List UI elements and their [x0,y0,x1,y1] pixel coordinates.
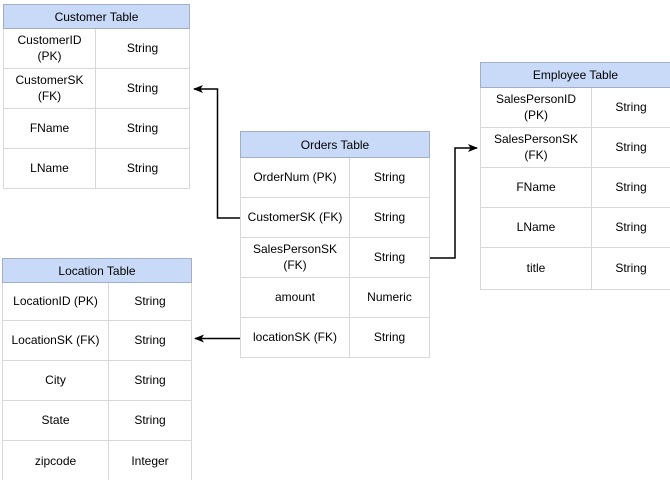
type-cell: String [109,321,191,361]
table-title: Orders Table [300,137,370,152]
table-row: LocationID (PK) String [3,283,191,321]
table-row: amount Numeric [241,278,429,318]
field-cell: CustomerSK (FK) [4,69,96,109]
table-row: CustomerSK (FK) String [4,69,189,109]
field-cell: State [3,401,109,441]
table-title: Customer Table [54,9,139,24]
table-body-orders: OrderNum (PK) String CustomerSK (FK) Str… [240,158,430,358]
field-cell: SalesPersonSK (FK) [241,238,350,278]
table-header-customer: Customer Table [3,4,190,29]
table-row: CustomerSK (FK) String [241,198,429,238]
type-cell: String [592,248,670,290]
type-cell: String [592,168,670,208]
type-cell: String [350,238,429,278]
table-row: FName String [4,109,189,149]
type-cell: String [592,88,670,128]
field-cell: FName [481,168,592,208]
table-row: State String [3,401,191,441]
type-cell: String [592,208,670,248]
table-row: zipcode Integer [3,441,191,480]
table-row: LName String [4,149,189,189]
type-cell: String [109,283,191,321]
type-cell: Integer [109,441,191,480]
field-cell: LocationID (PK) [3,283,109,321]
table-header-location: Location Table [2,258,192,283]
entity-table-customer: Customer Table CustomerID (PK) String Cu… [3,4,190,189]
field-cell: CustomerSK (FK) [241,198,350,238]
field-cell: title [481,248,592,290]
field-cell: LocationSK (FK) [3,321,109,361]
type-cell: String [350,158,429,198]
table-row: OrderNum (PK) String [241,158,429,198]
connector-orders-to-employee [430,144,478,259]
field-cell: amount [241,278,350,318]
field-cell: LName [481,208,592,248]
entity-table-employee: Employee Table SalesPersonID (PK) String… [480,62,670,290]
type-cell: String [96,69,189,109]
field-cell: OrderNum (PK) [241,158,350,198]
field-cell: LName [4,149,96,189]
field-cell: locationSK (FK) [241,318,350,358]
type-cell: String [592,128,670,168]
field-cell: City [3,361,109,401]
field-cell: SalesPersonID (PK) [481,88,592,128]
table-row: SalesPersonSK (FK) String [241,238,429,278]
table-row: locationSK (FK) String [241,318,429,358]
type-cell: String [96,149,189,189]
field-cell: zipcode [3,441,109,480]
table-row: CustomerID (PK) String [4,29,189,69]
table-row: LocationSK (FK) String [3,321,191,361]
table-row: title String [481,248,670,290]
field-cell: SalesPersonSK (FK) [481,128,592,168]
type-cell: String [109,401,191,441]
type-cell: String [96,109,189,149]
table-row: SalesPersonSK (FK) String [481,128,670,168]
table-body-employee: SalesPersonID (PK) String SalesPersonSK … [480,88,670,290]
table-header-employee: Employee Table [480,62,670,88]
table-row: LName String [481,208,670,248]
type-cell: Numeric [350,278,429,318]
type-cell: String [109,361,191,401]
table-body-customer: CustomerID (PK) String CustomerSK (FK) S… [3,29,190,189]
table-title: Employee Table [532,68,619,82]
field-cell: FName [4,109,96,149]
type-cell: String [350,318,429,358]
table-header-orders: Orders Table [240,131,430,158]
type-cell: String [96,29,189,69]
table-row: FName String [481,168,670,208]
table-title: Location Table [58,263,136,278]
table-row: City String [3,361,191,401]
field-cell: CustomerID (PK) [4,29,96,69]
entity-table-location: Location Table LocationID (PK) String Lo… [2,258,192,480]
table-row: SalesPersonID (PK) String [481,88,670,128]
entity-table-orders: Orders Table OrderNum (PK) String Custom… [240,131,430,358]
connector-orders-to-customer [193,85,240,219]
type-cell: String [350,198,429,238]
table-body-location: LocationID (PK) String LocationSK (FK) S… [2,283,192,480]
